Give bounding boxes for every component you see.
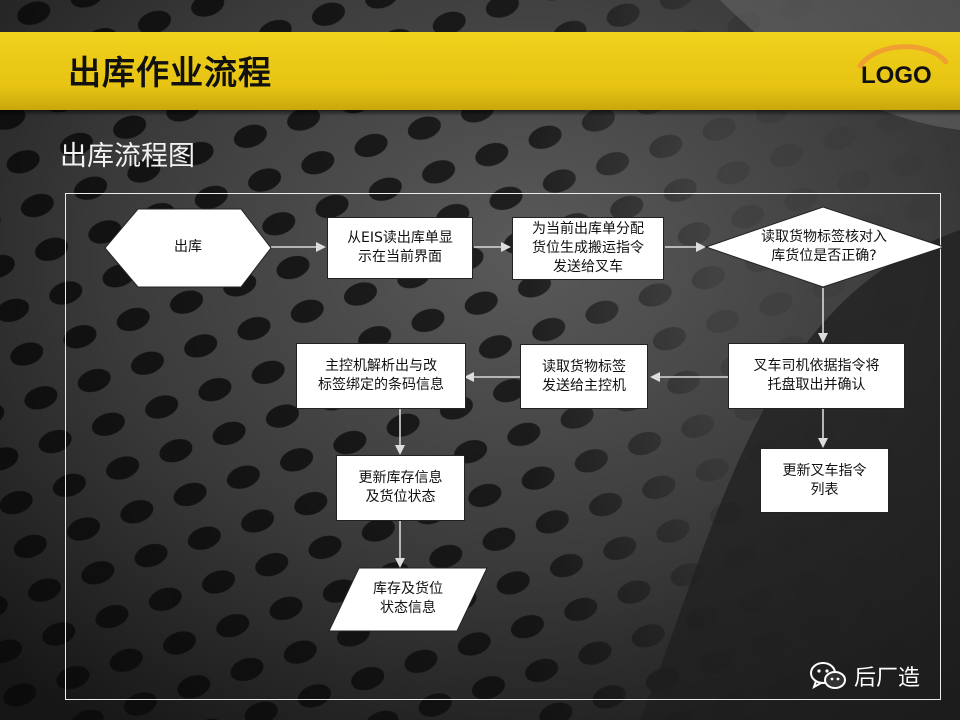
flow-node-parse: 主控机解析出与改 标签绑定的条码信息 <box>296 343 466 409</box>
logo-text: LOGO <box>861 62 932 89</box>
title-band-shadow <box>0 110 960 116</box>
flow-node-update-stock: 更新库存信息 及货位状态 <box>336 455 465 521</box>
flow-node-forklift: 叉车司机依据指令将 托盘取出并确认 <box>728 343 905 409</box>
flow-node-output: 库存及货位 状态信息 <box>373 581 443 616</box>
logo-arc-icon <box>857 44 948 69</box>
flow-node-allocate: 为当前出库单分配 货位生成搬运指令 发送给叉车 <box>512 217 664 280</box>
flowchart-frame <box>65 193 941 700</box>
title-band <box>0 32 960 110</box>
start-hexagon-shape <box>104 208 272 288</box>
check-decision-diamond-shape <box>704 206 946 288</box>
wechat-icon <box>810 662 846 690</box>
flow-node-update-cmd: 更新叉车指令 列表 <box>760 448 889 513</box>
section-subtitle: 出库流程图 <box>60 141 195 172</box>
output-data-parallelogram-shape <box>328 567 488 632</box>
logo: LOGO <box>852 36 948 100</box>
flow-node-start: 出库 <box>174 238 202 255</box>
page-title: 出库作业流程 <box>68 53 272 92</box>
flow-node-check: 读取货物标签核对入 库货位是否正确? <box>761 229 887 264</box>
flow-node-read-tag: 读取货物标签 发送给主控机 <box>520 344 648 409</box>
watermark-text: 后厂造 <box>854 666 921 691</box>
flow-node-read-eis: 从EIS读出库单显 示在当前界面 <box>327 217 473 279</box>
watermark: 后厂造 <box>808 660 920 692</box>
